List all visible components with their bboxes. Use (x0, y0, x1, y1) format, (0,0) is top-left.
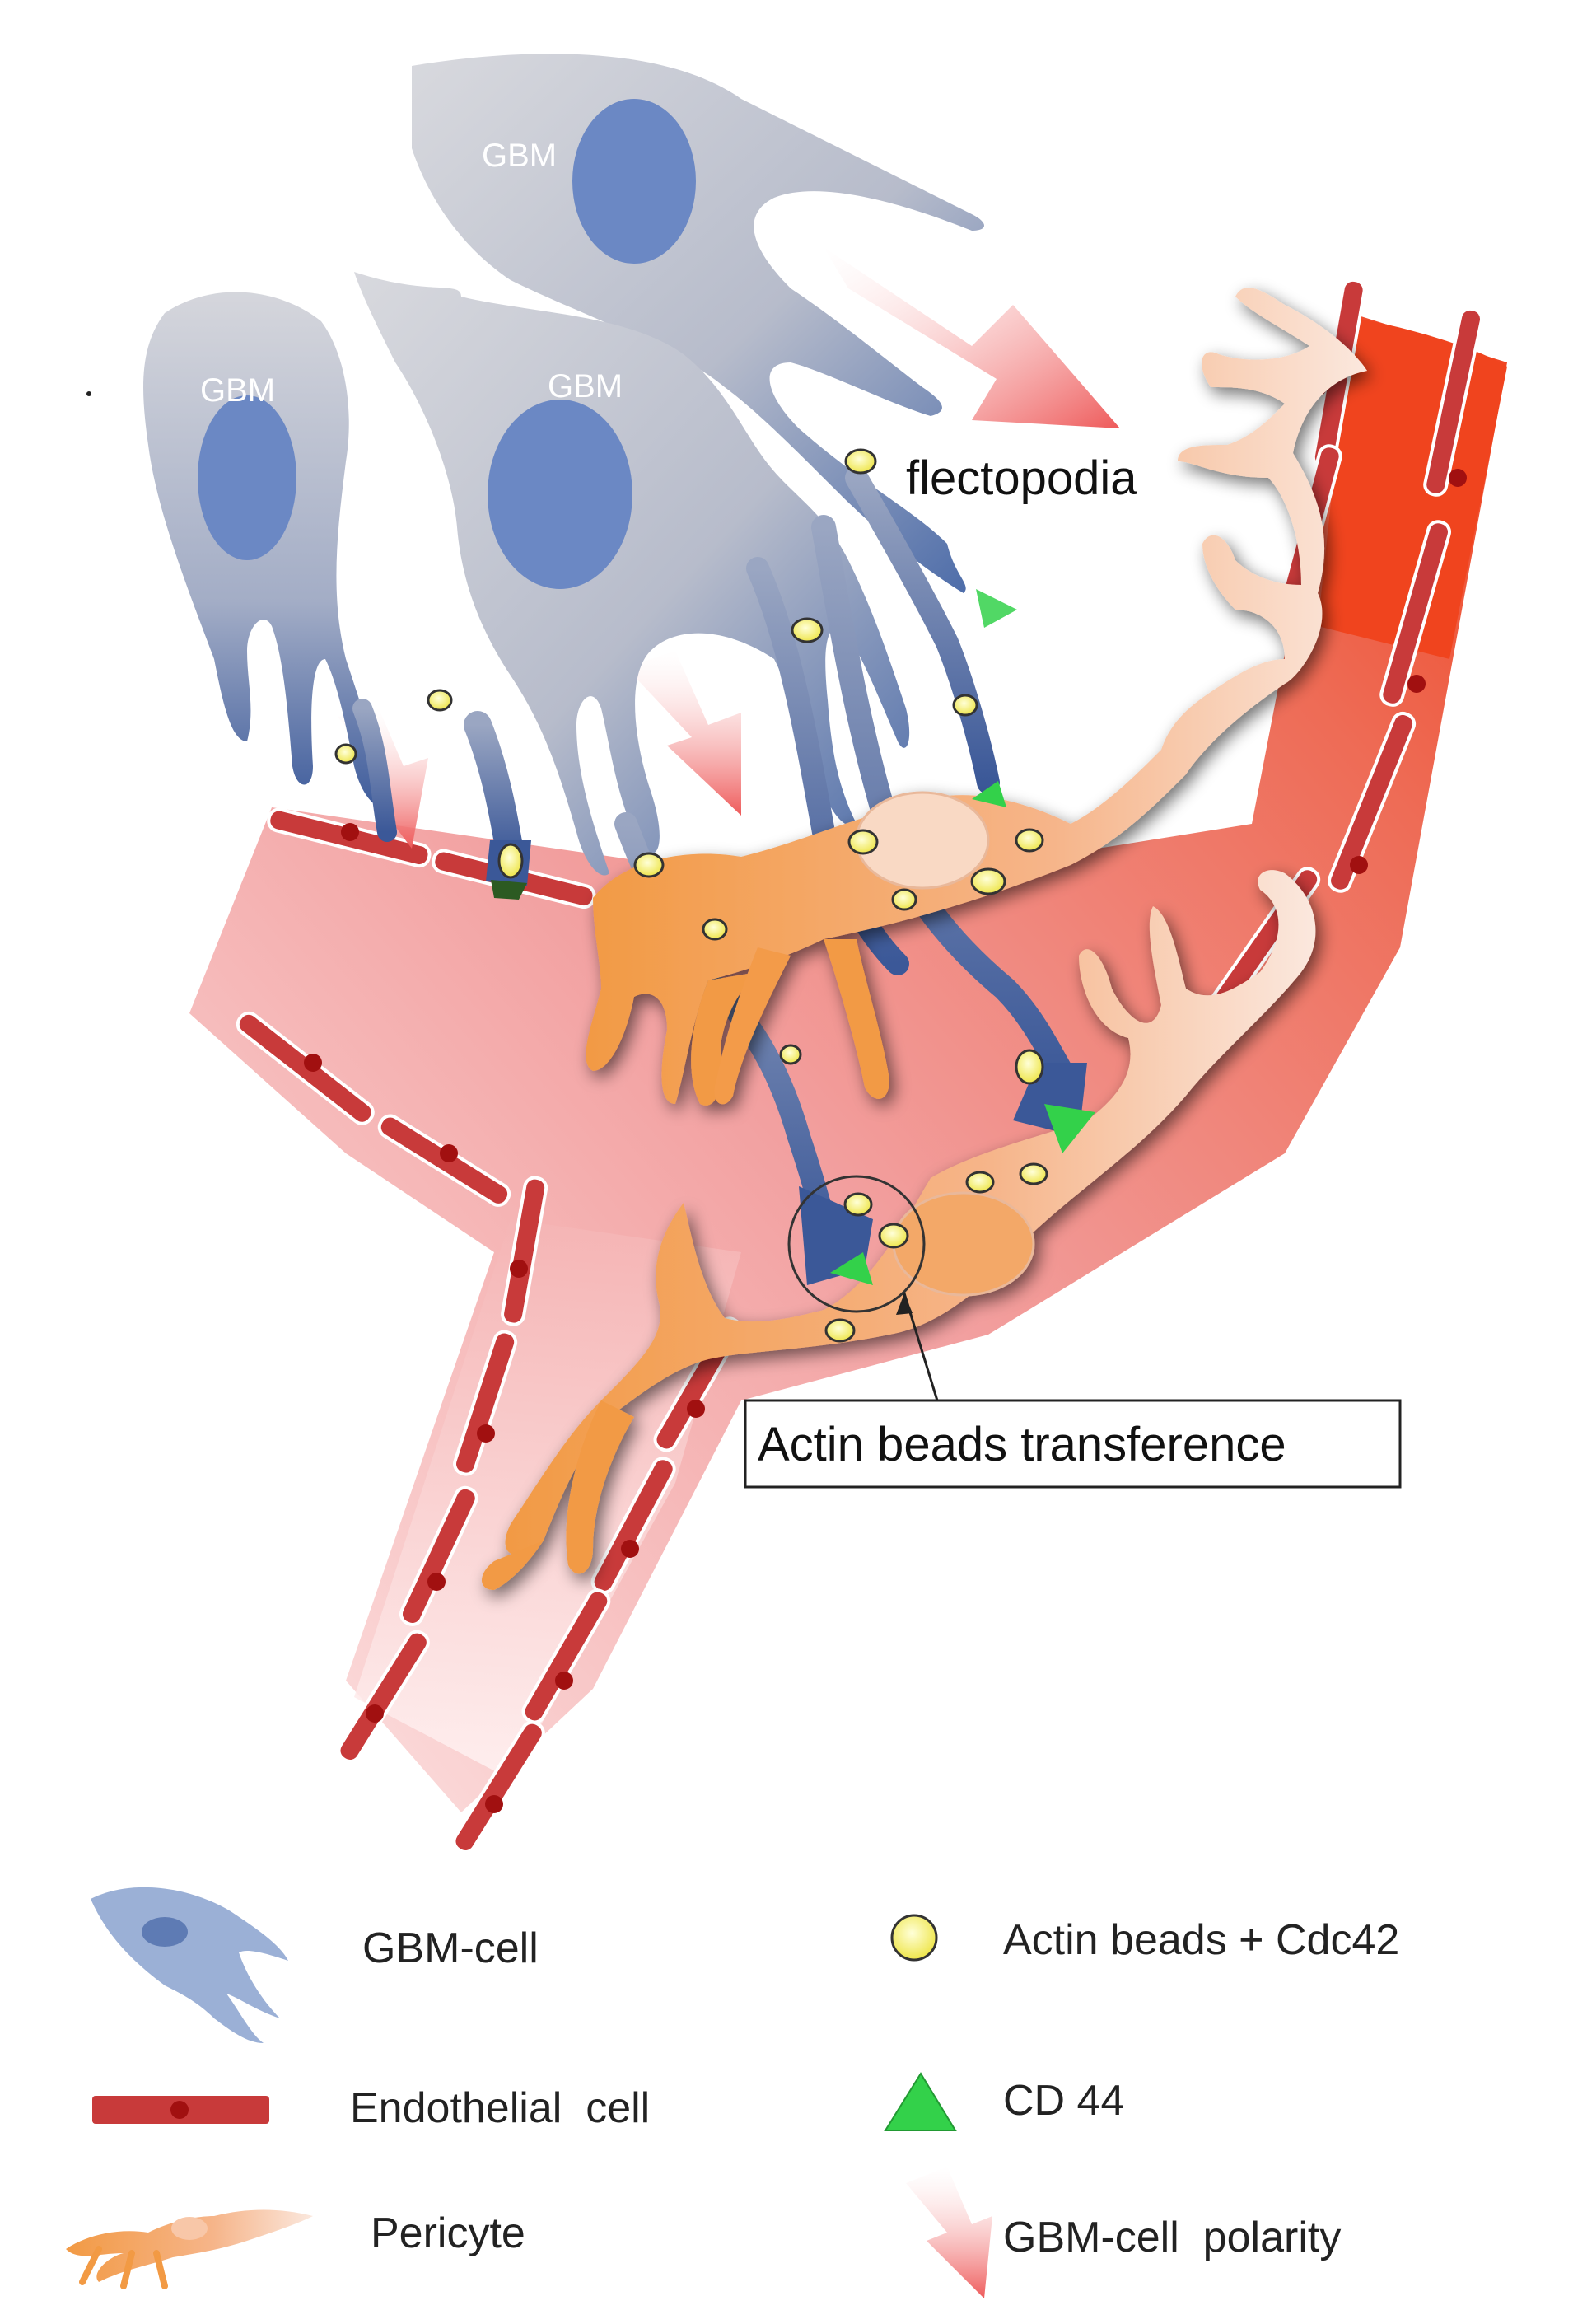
actin-bead (844, 448, 877, 475)
actin-bead (633, 852, 665, 878)
gbm-cell-body (412, 54, 984, 593)
gbm-nucleus (488, 400, 632, 589)
pericyte-upper (586, 288, 1367, 1106)
actin-bead (779, 1044, 802, 1065)
gbm-nucleus (198, 395, 296, 560)
callout-box (744, 1399, 1402, 1489)
endothelial-cell (337, 1630, 430, 1763)
actin-bead (497, 843, 524, 879)
actin-bead (891, 888, 917, 911)
actin-bead (847, 829, 879, 855)
endothelial-cell (453, 1330, 518, 1476)
gbm-cell-middle (354, 272, 910, 876)
pericyte-body (586, 288, 1367, 1105)
legend: GBM-cell Endothelial cell Pericyte Actin… (66, 1887, 1399, 2298)
endothelial-cell (1423, 306, 1483, 497)
actin-bead (702, 918, 728, 941)
gbm-nucleus (572, 99, 696, 264)
actin-bead (824, 1318, 856, 1343)
actin-bead (970, 867, 1006, 895)
polarity-arrow-icon (906, 2167, 992, 2298)
actin-bead (334, 743, 357, 765)
flectopodia-label: flectopodia (906, 451, 1137, 505)
callout-pointer-head (896, 1293, 913, 1315)
actin-bead (791, 617, 824, 643)
pericyte-process (714, 947, 791, 1105)
legend-label-cd44: CD 44 (1003, 2077, 1124, 2125)
endothelial-cell (521, 1588, 611, 1724)
gbm-cell-top (412, 54, 984, 593)
actin-bead (1019, 1162, 1048, 1185)
actin-bead (952, 694, 978, 717)
gbm-processes (352, 466, 1083, 1264)
legend-label-pericyte: Pericyte (371, 2209, 525, 2257)
gbm-cell-label: GBM (482, 138, 557, 174)
actin-bead-icon (890, 1914, 938, 1962)
legend-label-gbm-cell: GBM-cell (362, 1924, 539, 1972)
endothelial-cell (501, 1176, 548, 1326)
actin-beads (334, 448, 1048, 1343)
endothelial-cell (1379, 520, 1451, 707)
cd44-markers (830, 589, 1095, 1285)
actin-bead (965, 1171, 995, 1194)
gbm-cell-icon (91, 1887, 288, 2043)
actin-bead (878, 1223, 909, 1249)
cd44-triangle (976, 589, 1017, 628)
endothelial-cell (452, 1720, 545, 1854)
callout-label: Actin beads transference (758, 1418, 1286, 1471)
endothelial-cell (399, 1485, 478, 1626)
gbm-cell-body (354, 272, 910, 876)
cd44-triangle-icon (884, 2072, 957, 2131)
actin-bead (1015, 828, 1044, 853)
polarity-arrow-middle (626, 651, 741, 816)
gbm-cell-label: GBM (548, 368, 623, 404)
pericyte-process (691, 972, 758, 1106)
transference-highlight-circle (787, 1175, 926, 1313)
actin-bead (1015, 1049, 1044, 1085)
gbm-foot-contact (491, 880, 527, 900)
actin-bead (427, 689, 453, 712)
stray-dot (86, 391, 91, 396)
cd44-triangle (830, 1252, 873, 1285)
endothelial-cell (1328, 711, 1417, 893)
pericyte-process (824, 939, 889, 1099)
polarity-arrow-top (824, 247, 1120, 428)
actin-bead (843, 1192, 873, 1217)
pericyte-icon (66, 2209, 313, 2289)
endothelial-cell-icon (92, 2096, 269, 2124)
legend-label-actin-beads: Actin beads + Cdc42 (1003, 1916, 1399, 1964)
gbm-cell-left (143, 292, 388, 808)
pericyte-process (482, 1541, 544, 1590)
cd44-triangle (1044, 1104, 1095, 1153)
cd44-triangle (972, 781, 1006, 807)
gbm-cell-label: GBM (200, 372, 275, 409)
pericyte-process (566, 1400, 634, 1574)
legend-label-polarity: GBM-cell polarity (1003, 2214, 1341, 2261)
legend-label-endothelial-cell: Endothelial cell (350, 2084, 650, 2132)
